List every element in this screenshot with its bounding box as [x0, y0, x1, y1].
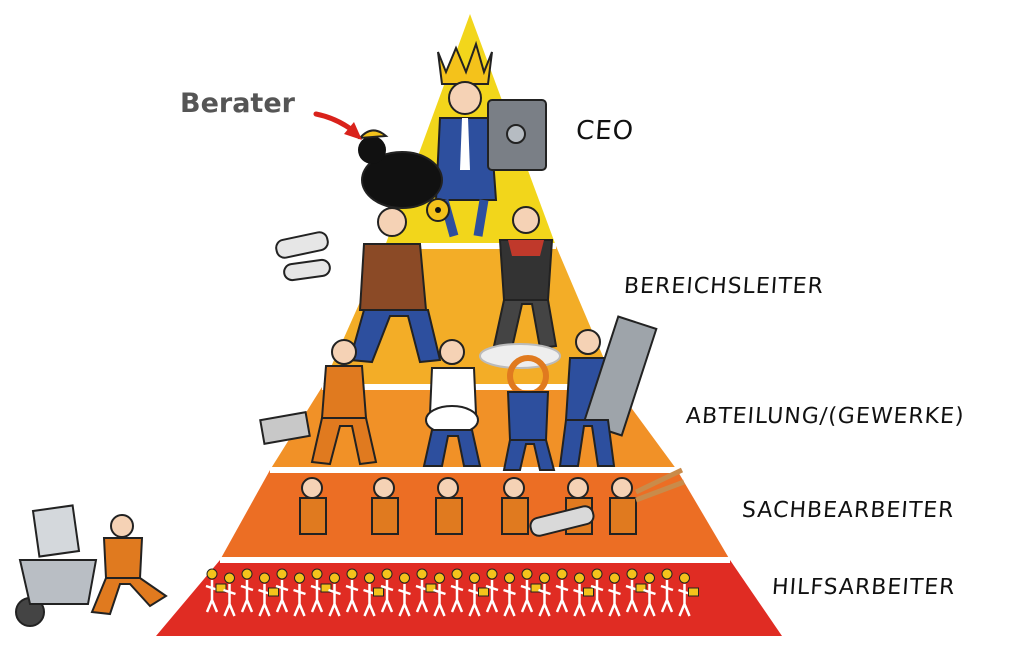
level-label-sachbearbeiter: SACHBEARBEITER: [741, 498, 955, 523]
running-worker-figure: [16, 505, 166, 626]
level-label-abteilung: ABTEILUNG/(GEWERKE): [685, 404, 965, 429]
level-label-bereichsleiter: BEREICHSLEITER: [623, 274, 825, 299]
berater-arrow: [316, 114, 362, 140]
consultant-callout-label: Berater: [180, 88, 295, 119]
level-label-ceo: CEO: [575, 116, 635, 146]
level-label-hilfsarbeiter: HILFSARBEITER: [771, 575, 956, 600]
